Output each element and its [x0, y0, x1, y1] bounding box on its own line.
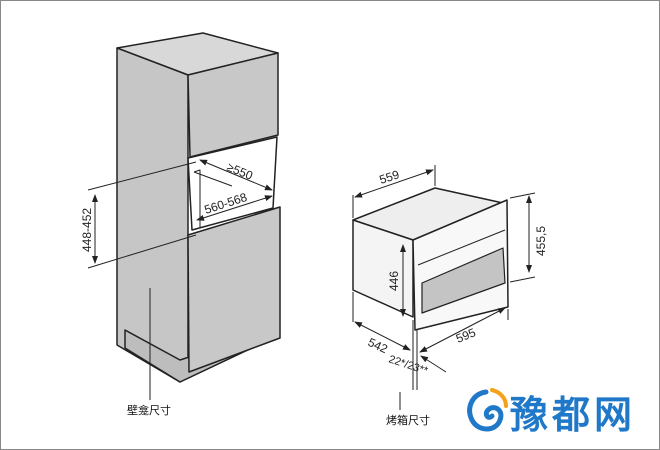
oven-side [352, 219, 414, 318]
watermark-text: 豫都网 [510, 393, 637, 437]
oven-width-label: 595 [454, 325, 478, 346]
lower-door [187, 206, 281, 373]
swirl-logo-icon [467, 387, 508, 431]
niche-height-label: 448-452 [80, 208, 94, 252]
oven-front-height-label: 455,5 [534, 226, 548, 256]
watermark-logo: 豫都网 [462, 384, 636, 439]
niche-cabinet [116, 32, 281, 383]
oven-depth-top-label: 559 [378, 167, 402, 187]
upper-door [187, 52, 279, 158]
oven-caption: 烤箱尺寸 [386, 414, 430, 427]
oven-dimensions [352, 165, 536, 410]
niche-caption: 壁龛尺寸 [127, 404, 171, 417]
oven-body-height-label: 446 [387, 271, 401, 291]
niche-dimensions [87, 159, 273, 400]
oven-drawing [352, 187, 509, 331]
oven-window [421, 247, 506, 314]
